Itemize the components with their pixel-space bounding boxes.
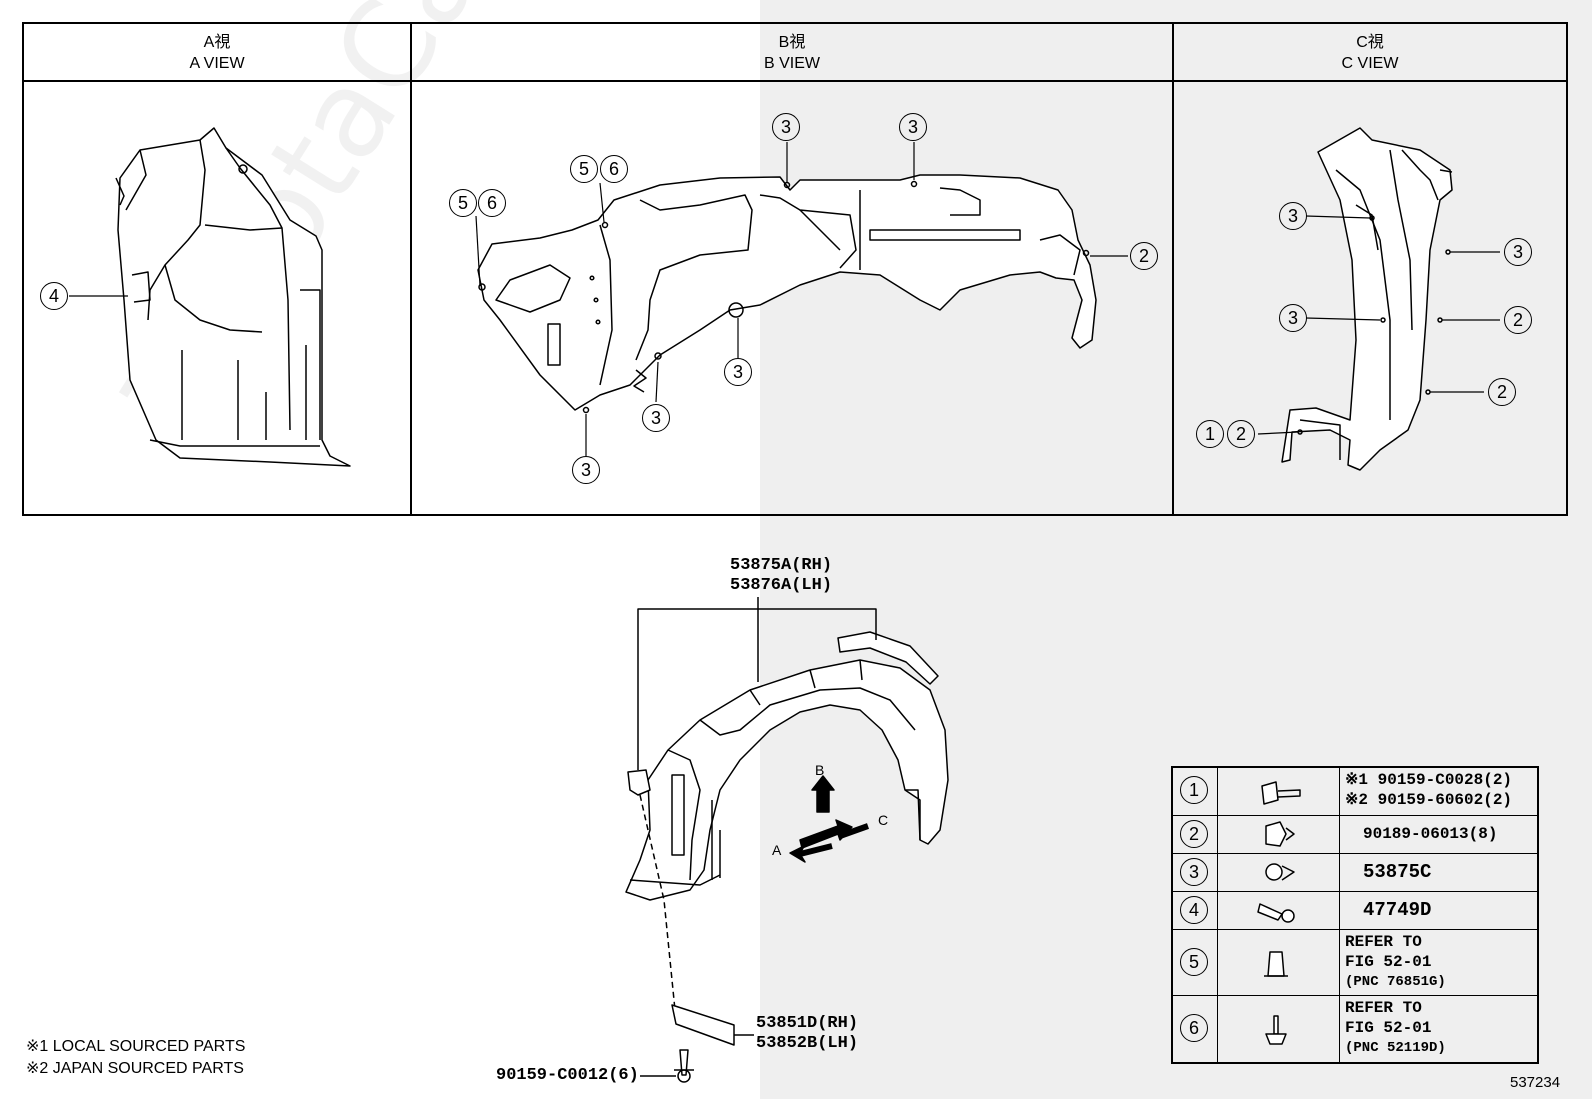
view-b: B視 B VIEW bbox=[412, 24, 1172, 514]
callout-4-view-a: 4 bbox=[40, 282, 68, 310]
callout-2: 2 bbox=[1488, 378, 1516, 406]
tapping-screw-icon bbox=[1265, 1015, 1287, 1045]
view-b-title-jp: B視 bbox=[778, 34, 806, 51]
arrow-label-c: C bbox=[878, 812, 889, 828]
callout-5: 5 bbox=[449, 189, 477, 217]
callout-5: 5 bbox=[570, 155, 598, 183]
parts-legend-table: 1 ※1 90159-C0028(2)※2 90159-60602(2) 2 9… bbox=[1171, 766, 1539, 1064]
nut-clip-icon bbox=[1264, 951, 1288, 977]
legend-part: 47749D bbox=[1363, 899, 1432, 921]
callout-3: 3 bbox=[1279, 202, 1307, 230]
view-b-header: B視 B VIEW bbox=[412, 24, 1172, 82]
main-liner-drawing bbox=[625, 597, 949, 1083]
legend-row: 4 47749D bbox=[1173, 892, 1537, 930]
push-clip-icon bbox=[1217, 816, 1340, 853]
callout-3: 3 bbox=[1504, 238, 1532, 266]
view-divider bbox=[410, 24, 412, 514]
view-a-title-en: A VIEW bbox=[189, 55, 245, 72]
view-c-liner-drawing bbox=[1281, 127, 1453, 471]
view-c-header: C視 C VIEW bbox=[1174, 24, 1566, 82]
callout-2: 2 bbox=[1130, 242, 1158, 270]
callout-3: 3 bbox=[899, 113, 927, 141]
callout-6: 6 bbox=[478, 189, 506, 217]
legend-num: 6 bbox=[1180, 1014, 1208, 1042]
flange-bolt-icon bbox=[1217, 768, 1340, 815]
view-a-header: A視 A VIEW bbox=[24, 24, 410, 82]
view-a-liner-drawing bbox=[115, 127, 351, 467]
callout-3: 3 bbox=[572, 456, 600, 484]
callout-1: 1 bbox=[1196, 420, 1224, 448]
note-japan-sourced: ※2 JAPAN SOURCED PARTS bbox=[26, 1060, 244, 1077]
tapping-screw-icon bbox=[1217, 996, 1340, 1062]
part-label-screw: 90159-C0012(6) bbox=[496, 1066, 639, 1085]
legend-icons bbox=[1257, 781, 1301, 1045]
view-c-title-en: C VIEW bbox=[1341, 55, 1399, 72]
legend-num: 4 bbox=[1180, 896, 1208, 924]
arrow-label-a: A bbox=[772, 842, 782, 858]
legend-part: ※1 90159-C0028(2)※2 90159-60602(2) bbox=[1345, 771, 1513, 809]
nut-clip-icon bbox=[1217, 930, 1340, 995]
retainer-clip-icon bbox=[1217, 892, 1340, 929]
grommet-clip-icon bbox=[1217, 854, 1340, 891]
legend-part: 53875C bbox=[1363, 861, 1432, 883]
arrow-label-b: B bbox=[815, 762, 825, 778]
views-panel: A視 A VIEW B視 B VIEW C視 C VIEW bbox=[22, 22, 1568, 516]
legend-num: 5 bbox=[1180, 948, 1208, 976]
view-a: A視 A VIEW bbox=[24, 24, 410, 514]
part-label-liner-rh: 53875A(RH) bbox=[730, 556, 833, 575]
callout-3: 3 bbox=[1279, 304, 1307, 332]
view-a-title-jp: A視 bbox=[203, 34, 231, 51]
note-local-sourced: ※1 LOCAL SOURCED PARTS bbox=[26, 1038, 246, 1055]
legend-row: 1 ※1 90159-C0028(2)※2 90159-60602(2) bbox=[1173, 768, 1537, 816]
flange-bolt-icon bbox=[1261, 781, 1301, 805]
part-label-liner-lh: 53876A(LH) bbox=[730, 576, 833, 595]
view-c-title-jp: C視 bbox=[1356, 34, 1384, 51]
callout-6: 6 bbox=[600, 155, 628, 183]
grommet-clip-icon bbox=[1265, 863, 1295, 881]
push-clip-icon bbox=[1265, 821, 1295, 847]
view-b-liner-drawing bbox=[477, 174, 1097, 414]
part-label-seal-lh: 53852B(LH) bbox=[756, 1034, 859, 1053]
callout-3: 3 bbox=[724, 358, 752, 386]
diagram-id: 537234 bbox=[1510, 1074, 1561, 1091]
callout-3: 3 bbox=[642, 404, 670, 432]
legend-num: 2 bbox=[1180, 820, 1208, 848]
view-divider bbox=[1172, 24, 1174, 514]
legend-row: 2 90189-06013(8) bbox=[1173, 816, 1537, 854]
callout-2: 2 bbox=[1227, 420, 1255, 448]
legend-num: 1 bbox=[1180, 776, 1208, 804]
view-b-title-en: B VIEW bbox=[763, 55, 820, 72]
legend-part: 90189-06013(8) bbox=[1363, 825, 1498, 843]
legend-num: 3 bbox=[1180, 858, 1208, 886]
part-label-seal-rh: 53851D(RH) bbox=[756, 1014, 859, 1033]
legend-row: 3 53875C bbox=[1173, 854, 1537, 892]
retainer-clip-icon bbox=[1257, 903, 1295, 923]
view-c: C視 C VIEW bbox=[1174, 24, 1566, 514]
callout-3: 3 bbox=[772, 113, 800, 141]
callout-2: 2 bbox=[1504, 306, 1532, 334]
